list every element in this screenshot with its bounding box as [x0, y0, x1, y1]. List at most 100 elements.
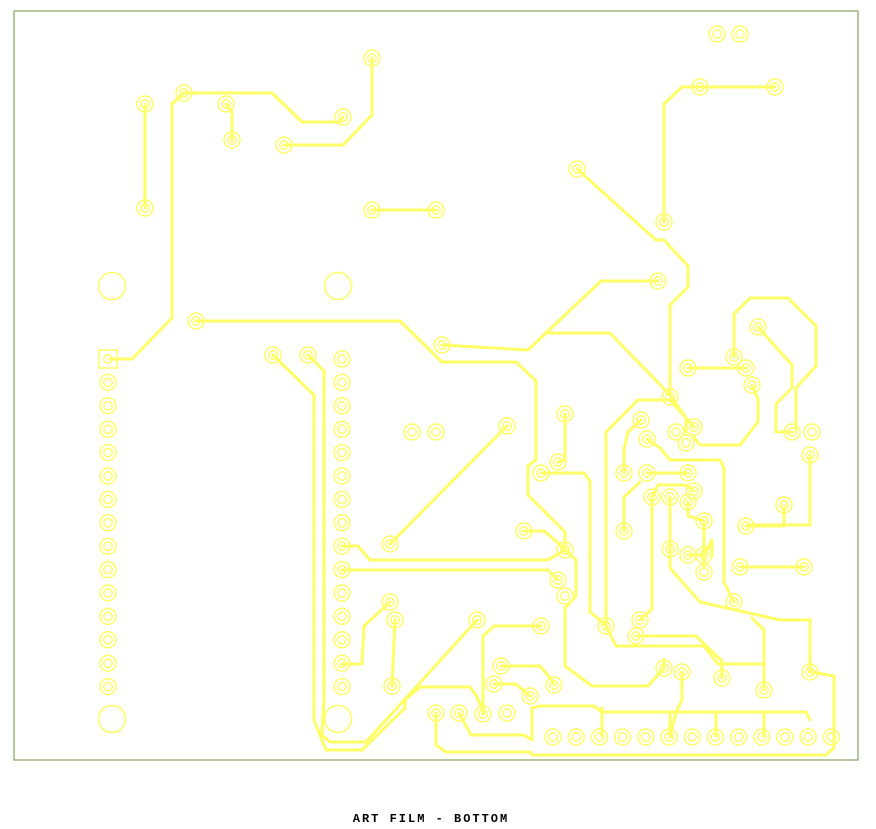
- pad: [655, 213, 673, 231]
- pad: [264, 346, 282, 364]
- pad: [275, 136, 293, 154]
- pad: [737, 517, 755, 535]
- pad: [799, 728, 817, 746]
- pad: [685, 418, 703, 436]
- board-outline: [13, 10, 859, 761]
- pad: [333, 420, 351, 438]
- pad: [776, 728, 794, 746]
- pad: [613, 728, 632, 746]
- pad: [783, 423, 801, 441]
- trace: [434, 670, 836, 757]
- trace: [481, 624, 543, 716]
- trace: [650, 483, 696, 499]
- pad: [99, 560, 117, 579]
- pad: [729, 728, 748, 746]
- pad: [632, 411, 650, 429]
- pad: [567, 728, 585, 746]
- pad: [136, 95, 154, 113]
- pad: [631, 611, 649, 629]
- pad: [660, 728, 678, 746]
- pad: [677, 434, 695, 452]
- trace: [457, 704, 718, 742]
- pad: [474, 705, 492, 723]
- pad: [223, 131, 241, 149]
- pad: [498, 704, 516, 722]
- trace: [645, 437, 736, 604]
- pad: [549, 453, 567, 471]
- pad: [333, 654, 351, 672]
- pad: [383, 677, 401, 695]
- trace: [732, 296, 818, 432]
- pad: [99, 443, 117, 462]
- pad: [136, 199, 154, 217]
- pad: [433, 336, 451, 354]
- pad: [637, 728, 655, 746]
- pad: [333, 397, 351, 415]
- pad: [99, 607, 117, 626]
- pad: [515, 522, 533, 540]
- pad: [468, 611, 486, 629]
- pad: [333, 584, 351, 602]
- pad: [655, 659, 673, 677]
- pad: [661, 388, 679, 406]
- pad: [532, 464, 550, 482]
- pad: [333, 537, 351, 555]
- pad: [363, 201, 381, 219]
- pad: [521, 687, 539, 705]
- pad: [175, 84, 193, 102]
- trace: [634, 634, 724, 680]
- trace: [271, 353, 486, 752]
- pad: [381, 535, 399, 553]
- pad: [99, 420, 117, 438]
- pad: [725, 593, 743, 611]
- pad: [99, 514, 117, 532]
- pad: [299, 346, 317, 364]
- trace: [746, 453, 812, 527]
- trace: [182, 91, 345, 124]
- pad: [695, 563, 713, 581]
- trace: [638, 495, 654, 622]
- pad: [549, 571, 567, 589]
- pad: [544, 728, 562, 746]
- pad: [743, 376, 761, 394]
- trace: [622, 418, 643, 475]
- layer-caption: ART FILM - BOTTOM: [352, 812, 510, 826]
- trace: [224, 102, 234, 142]
- pad: [99, 654, 117, 672]
- pad: [545, 676, 563, 694]
- pad: [679, 464, 697, 482]
- pad: [737, 359, 755, 377]
- pad: [556, 405, 574, 423]
- pad: [749, 318, 767, 336]
- trace: [390, 618, 397, 688]
- trace: [692, 383, 760, 447]
- pad: [99, 467, 117, 485]
- pad: [667, 423, 685, 441]
- pad: [333, 514, 351, 532]
- pad: [386, 611, 404, 629]
- pad: [679, 493, 697, 511]
- pad: [822, 728, 841, 746]
- pad: [333, 677, 351, 696]
- pad: [695, 512, 713, 530]
- pad: [333, 631, 351, 649]
- pad: [556, 587, 574, 605]
- pad: [615, 464, 633, 482]
- pad: [450, 704, 468, 722]
- pad: [695, 546, 713, 564]
- pad: [627, 627, 645, 645]
- trace: [440, 279, 660, 352]
- pad: [679, 359, 697, 377]
- pad: [99, 397, 117, 415]
- trace: [744, 503, 786, 528]
- copper-traces: [108, 56, 836, 757]
- pad: [333, 373, 351, 392]
- pad: [333, 350, 351, 368]
- pad: [643, 488, 661, 506]
- pad: [615, 522, 633, 540]
- pad: [753, 728, 771, 746]
- pad: [333, 490, 351, 509]
- pad: [731, 25, 749, 43]
- trace: [756, 325, 794, 434]
